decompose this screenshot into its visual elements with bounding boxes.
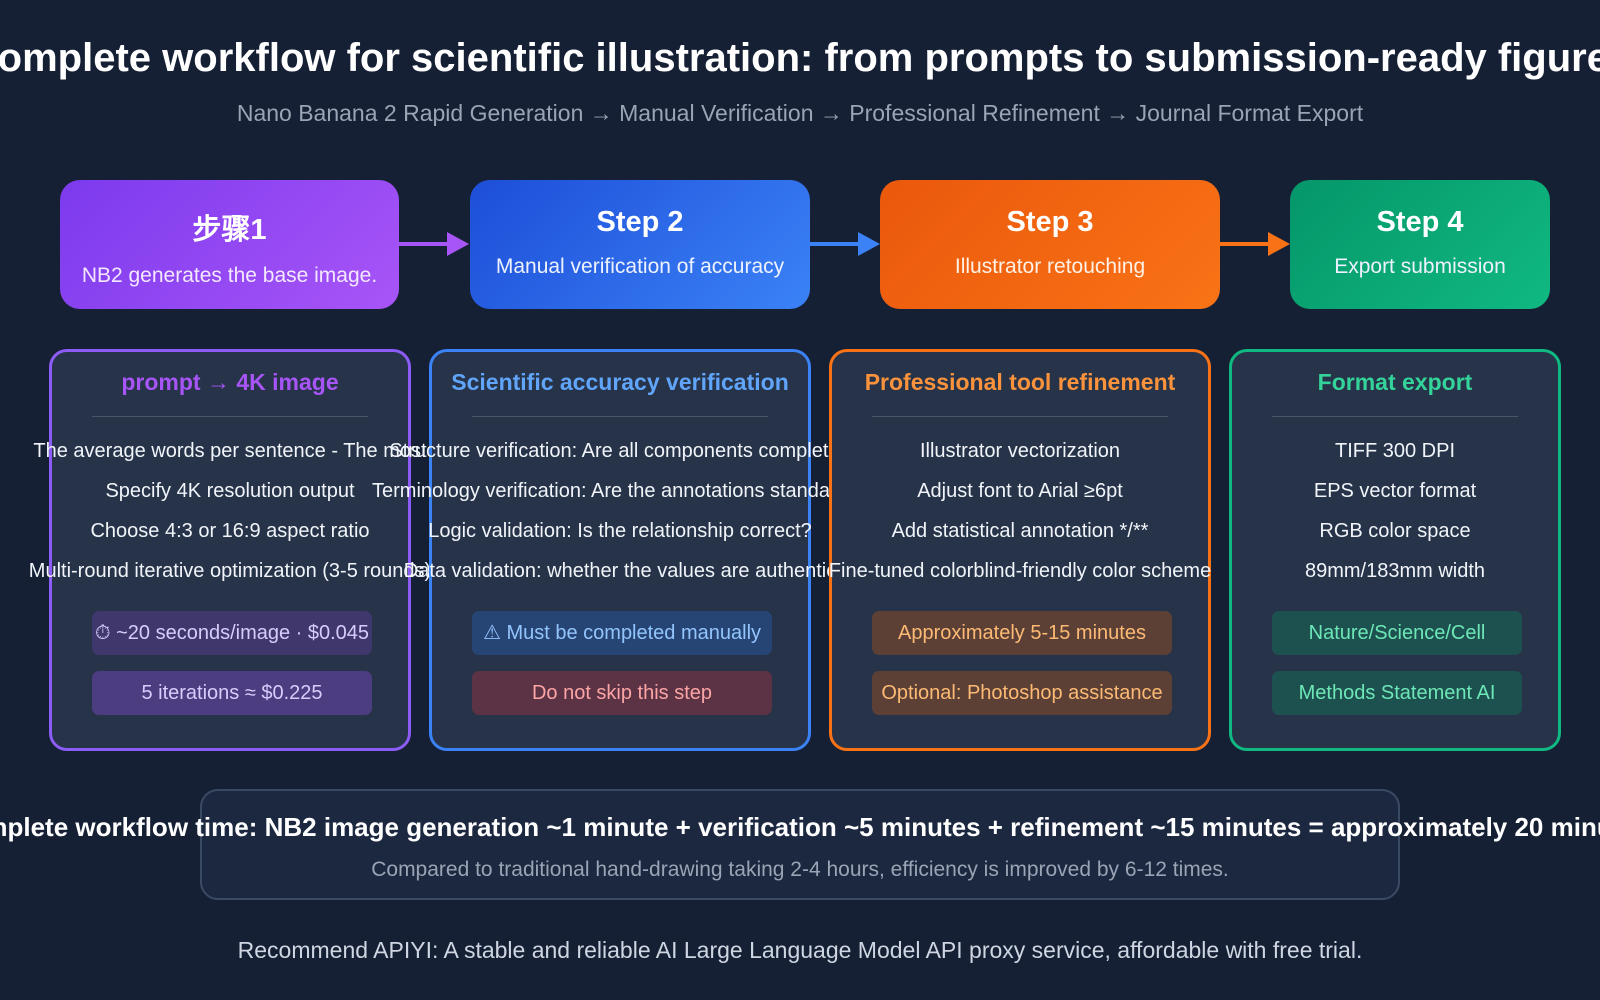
arrow-right-icon	[810, 231, 882, 257]
card-item: Adjust font to Arial ≥6pt	[917, 480, 1123, 502]
card-tool-refinement: Professional tool refinement Illustrator…	[829, 349, 1211, 751]
step-4-box: Step 4 Export submission	[1290, 180, 1550, 309]
do-not-skip-badge: Do not skip this step	[472, 671, 772, 715]
total-time-summary: Complete workflow time: NB2 image genera…	[0, 812, 1600, 848]
page-title-text: Complete workflow for scientific illustr…	[0, 36, 1600, 80]
recommendation-footer: Recommend APIYI: A stable and reliable A…	[237, 937, 1363, 963]
card-prompt-generation: prompt → 4K image The average words per …	[29, 349, 431, 751]
card-item: Data validation: whether the values are …	[403, 560, 837, 582]
step-3-description: Illustrator retouching	[954, 255, 1146, 278]
optional-photoshop-badge: Optional: Photoshop assistance	[872, 671, 1172, 715]
step-3-box: Step 3 Illustrator retouching	[880, 180, 1220, 309]
card-item: Multi-round iterative optimization (3-5 …	[28, 560, 432, 582]
step-3-title: Step 3	[1006, 206, 1094, 238]
card-item: The average words per sentence - The mos…	[33, 440, 427, 462]
card-item: Illustrator vectorization	[919, 440, 1121, 462]
card-divider	[472, 416, 768, 417]
efficiency-comparison: Compared to traditional hand-drawing tak…	[371, 858, 1229, 881]
card-item: Structure verification: Are all componen…	[389, 440, 851, 462]
step-2-box: Step 2 Manual verification of accuracy	[470, 180, 810, 309]
step-4-description: Export submission	[1334, 255, 1506, 278]
step-1-box: 步骤1 NB2 generates the base image.	[60, 180, 399, 309]
card-item: RGB color space	[1319, 520, 1471, 542]
card-item: TIFF 300 DPI	[1334, 440, 1456, 462]
arrow-right-icon	[399, 231, 471, 257]
step-4-title: Step 4	[1376, 206, 1464, 238]
card-item: Fine-tuned colorblind-friendly color sch…	[828, 560, 1212, 582]
iteration-cost-badge: 5 iterations ≈ $0.225	[92, 671, 372, 715]
card-item: 89mm/183mm width	[1304, 560, 1486, 582]
card-item: EPS vector format	[1313, 480, 1477, 502]
arrow-right-icon	[1220, 231, 1292, 257]
manual-warning-badge: ⚠ Must be completed manually	[472, 611, 772, 655]
card-accuracy-verification: Scientific accuracy verification Structu…	[372, 349, 896, 751]
card-title: Scientific accuracy verification	[451, 369, 789, 395]
step-2-description: Manual verification of accuracy	[495, 255, 785, 278]
card-item-list: The average words per sentence - The mos…	[0, 436, 468, 596]
card-item-list: Illustrator vectorization Adjust font to…	[772, 436, 1268, 596]
step-2-title: Step 2	[596, 206, 684, 238]
card-item: Logic validation: Is the relationship co…	[428, 520, 812, 542]
card-item-list: TIFF 300 DPI EPS vector format RGB color…	[1172, 436, 1600, 596]
card-divider	[1272, 416, 1518, 417]
card-title: Format export	[1317, 369, 1473, 395]
card-item: Specify 4K resolution output	[105, 480, 355, 502]
card-item: Choose 4:3 or 16:9 aspect ratio	[90, 520, 370, 542]
card-item: Terminology verification: Are the annota…	[372, 480, 896, 502]
step-1-title: 步骤1	[192, 214, 267, 246]
card-format-export: Format export TIFF 300 DPI EPS vector fo…	[1229, 349, 1561, 751]
card-divider	[872, 416, 1168, 417]
step-1-description: NB2 generates the base image.	[81, 264, 378, 287]
card-divider	[92, 416, 368, 417]
card-title: prompt → 4K image	[121, 369, 339, 395]
total-time-text: Complete workflow time: NB2 image genera…	[0, 812, 1600, 842]
card-item: Add statistical annotation */**	[891, 520, 1149, 542]
summary-box	[200, 789, 1400, 900]
journals-badge: Nature/Science/Cell	[1272, 611, 1522, 655]
card-title: Professional tool refinement	[864, 369, 1176, 395]
page-title: Complete workflow for scientific illustr…	[0, 36, 1600, 90]
page-subtitle: Nano Banana 2 Rapid Generation → Manual …	[236, 100, 1364, 126]
time-cost-badge: ⏱ ~20 seconds/image · $0.045	[92, 611, 372, 655]
card-item-list: Structure verification: Are all componen…	[372, 436, 896, 596]
duration-badge: Approximately 5-15 minutes	[872, 611, 1172, 655]
methods-statement-badge: Methods Statement AI	[1272, 671, 1522, 715]
